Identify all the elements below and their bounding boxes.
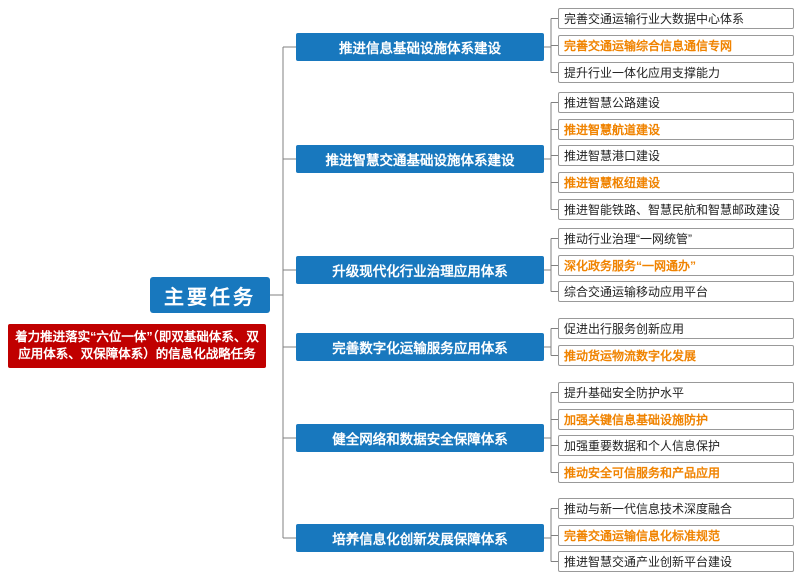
branch-node-2: 推进智慧交通基础设施体系建设 — [296, 145, 544, 173]
leaf-node-2-5: 推进智能铁路、智慧民航和智慧邮政建设 — [558, 199, 794, 220]
leaf-node-4-1: 促进出行服务创新应用 — [558, 318, 794, 339]
leaf-node-2-1: 推进智慧公路建设 — [558, 92, 794, 113]
root-node: 主要任务 — [150, 277, 270, 313]
leaf-node-3-3: 综合交通运输移动应用平台 — [558, 281, 794, 302]
leaf-node-5-4: 推动安全可信服务和产品应用 — [558, 462, 794, 483]
leaf-node-2-2: 推进智慧航道建设 — [558, 119, 794, 140]
leaf-node-5-2: 加强关键信息基础设施防护 — [558, 409, 794, 430]
branch-node-5: 健全网络和数据安全保障体系 — [296, 424, 544, 452]
branch-node-6: 培养信息化创新发展保障体系 — [296, 524, 544, 552]
branch-node-4: 完善数字化运输服务应用体系 — [296, 333, 544, 361]
leaf-node-2-4: 推进智慧枢纽建设 — [558, 172, 794, 193]
leaf-node-1-1: 完善交通运输行业大数据中心体系 — [558, 8, 794, 29]
leaf-node-2-3: 推进智慧港口建设 — [558, 145, 794, 166]
leaf-node-3-1: 推动行业治理“一网统管” — [558, 228, 794, 249]
leaf-node-3-2: 深化政务服务“一网通办” — [558, 255, 794, 276]
branch-node-3: 升级现代化行业治理应用体系 — [296, 256, 544, 284]
leaf-node-1-2: 完善交通运输综合信息通信专网 — [558, 35, 794, 56]
leaf-node-6-3: 推进智慧交通产业创新平台建设 — [558, 551, 794, 572]
leaf-node-4-2: 推动货运物流数字化发展 — [558, 345, 794, 366]
leaf-node-6-1: 推动与新一代信息技术深度融合 — [558, 498, 794, 519]
leaf-node-5-1: 提升基础安全防护水平 — [558, 382, 794, 403]
strategy-note: 着力推进落实“六位一体”（即双基础体系、双应用体系、双保障体系）的信息化战略任务 — [8, 324, 266, 368]
branch-node-1: 推进信息基础设施体系建设 — [296, 33, 544, 61]
leaf-node-6-2: 完善交通运输信息化标准规范 — [558, 525, 794, 546]
leaf-node-1-3: 提升行业一体化应用支撑能力 — [558, 62, 794, 83]
leaf-node-5-3: 加强重要数据和个人信息保护 — [558, 435, 794, 456]
